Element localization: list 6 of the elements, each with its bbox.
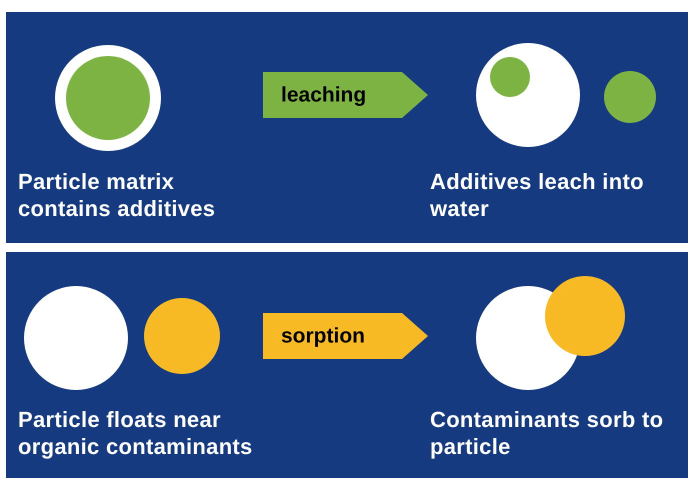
caption-text: Particle floats near organic contaminants [18, 406, 254, 460]
process-label: sorption [281, 326, 365, 346]
caption-text: Contaminants sorb to particle [430, 406, 664, 460]
caption-text: Additives leach into water [430, 168, 645, 222]
process-label: leaching [281, 84, 366, 106]
caption-text: Particle matrix contains additives [18, 168, 216, 222]
